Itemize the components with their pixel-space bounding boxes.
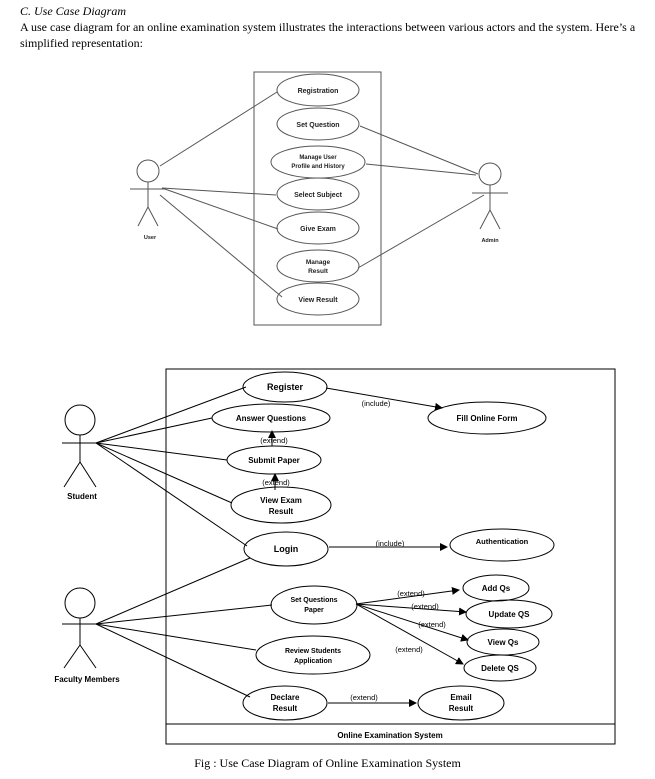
label-declare-result-line2: Result bbox=[273, 704, 298, 713]
assoc-student-submit bbox=[95, 442, 228, 461]
label-view-result: View Result bbox=[298, 297, 338, 304]
assoc-admin-set-question bbox=[359, 125, 479, 175]
label-review-students-line1: Review Students bbox=[285, 648, 341, 655]
label-submit-paper: Submit Paper bbox=[248, 456, 300, 465]
assoc-admin-manage-result bbox=[357, 194, 485, 269]
label-review-students-line2: Application bbox=[294, 658, 332, 665]
label-extend-update: (extend) bbox=[411, 602, 439, 611]
actor-label-faculty: Faculty Members bbox=[54, 675, 120, 684]
actor-label-student: Student bbox=[67, 492, 97, 501]
assoc-faculty-review bbox=[95, 623, 257, 651]
label-email-result-line2: Result bbox=[449, 704, 474, 713]
label-include-register: (include) bbox=[362, 399, 391, 408]
extend-add-qs bbox=[355, 586, 460, 605]
user-actor-figure bbox=[130, 159, 166, 227]
section-heading: C. Use Case Diagram bbox=[20, 4, 127, 18]
assoc-user-give-exam bbox=[161, 187, 279, 230]
usecase-manage-result bbox=[276, 249, 360, 283]
usecase-set-questions-paper bbox=[270, 585, 358, 625]
label-manage-result-line2: Result bbox=[308, 268, 329, 275]
system-label-online-exam: Online Examination System bbox=[337, 731, 442, 740]
assoc-user-select-subject bbox=[161, 187, 277, 196]
label-extend-delete: (extend) bbox=[395, 645, 423, 654]
student-actor-figure bbox=[62, 404, 98, 488]
label-declare-result-line1: Declare bbox=[271, 693, 300, 702]
assoc-student-register bbox=[95, 386, 247, 444]
label-extend-answer: (extend) bbox=[260, 436, 288, 445]
faculty-actor-figure bbox=[62, 587, 98, 669]
label-authentication: Authentication bbox=[476, 537, 529, 546]
include-register-fill-form bbox=[325, 387, 443, 411]
diagram-1 bbox=[130, 71, 508, 326]
assoc-faculty-set-paper bbox=[95, 604, 273, 625]
label-add-qs: Add Qs bbox=[482, 584, 511, 593]
intro-paragraph: A use case diagram for an online examina… bbox=[20, 20, 636, 50]
actor-label-admin: Admin bbox=[481, 238, 499, 244]
usecase-update-qs bbox=[465, 599, 553, 629]
usecase-select-subject bbox=[276, 177, 360, 211]
usecase-review-students bbox=[255, 635, 371, 675]
usecase-set-question bbox=[276, 107, 360, 141]
label-email-result-line1: Email bbox=[450, 693, 471, 702]
usecase-delete-qs bbox=[463, 654, 537, 682]
assoc-user-registration bbox=[159, 91, 278, 167]
label-extend-submit: (extend) bbox=[262, 478, 290, 487]
assoc-student-view-result bbox=[95, 442, 233, 504]
system-boundary-2 bbox=[165, 368, 616, 745]
usecase-view-exam-result bbox=[230, 486, 332, 524]
usecase-answer-questions bbox=[211, 403, 331, 433]
label-view-qs: View Qs bbox=[488, 638, 520, 647]
usecase-registration bbox=[276, 73, 360, 107]
label-extend-email: (extend) bbox=[350, 693, 378, 702]
figure-caption: Fig : Use Case Diagram of Online Examina… bbox=[194, 756, 461, 770]
label-give-exam: Give Exam bbox=[300, 226, 336, 233]
label-fill-online-form: Fill Online Form bbox=[457, 414, 518, 423]
label-view-exam-result-line1: View Exam bbox=[260, 496, 302, 505]
usecase-declare-result bbox=[242, 685, 328, 721]
usecase-authentication bbox=[449, 528, 555, 562]
label-registration: Registration bbox=[298, 88, 339, 95]
label-extend-add: (extend) bbox=[397, 589, 425, 598]
label-delete-qs: Delete QS bbox=[481, 664, 519, 673]
label-answer-questions: Answer Questions bbox=[236, 414, 307, 423]
extend-delete-qs bbox=[355, 603, 464, 665]
label-update-qs: Update QS bbox=[489, 610, 531, 619]
usecase-login bbox=[243, 531, 329, 567]
usecase-fill-online-form bbox=[427, 401, 547, 435]
assoc-admin-manage-profile bbox=[365, 163, 477, 176]
label-manage-profile-line1: Manage User bbox=[299, 155, 337, 161]
label-register: Register bbox=[267, 382, 304, 392]
assoc-student-login bbox=[95, 442, 248, 547]
assoc-student-answer bbox=[95, 417, 213, 444]
usecase-register bbox=[242, 371, 328, 403]
usecase-email-result bbox=[417, 685, 505, 721]
assoc-faculty-declare bbox=[95, 623, 251, 698]
assoc-faculty-login bbox=[95, 557, 251, 625]
label-manage-profile-line2: Profile and History bbox=[291, 164, 345, 170]
label-set-questions-paper-line1: Set Questions bbox=[290, 597, 337, 604]
usecase-manage-profile bbox=[270, 145, 366, 179]
system-boundary-1 bbox=[253, 71, 382, 326]
extend-update-qs bbox=[355, 603, 467, 616]
admin-actor-figure bbox=[472, 162, 508, 230]
usecase-submit-paper bbox=[226, 445, 322, 475]
diagram-2 bbox=[62, 368, 616, 745]
actor-label-user: User bbox=[144, 235, 157, 241]
assoc-user-view-result bbox=[159, 194, 283, 298]
label-login: Login bbox=[274, 544, 299, 554]
label-select-subject: Select Subject bbox=[294, 192, 343, 199]
label-set-questions-paper-line2: Paper bbox=[304, 607, 324, 614]
extend-view-qs bbox=[355, 603, 469, 642]
usecase-give-exam bbox=[276, 211, 360, 245]
label-include-login: (include) bbox=[376, 539, 405, 548]
label-set-question: Set Question bbox=[296, 122, 339, 129]
usecase-view-result bbox=[276, 282, 360, 316]
label-view-exam-result-line2: Result bbox=[269, 507, 294, 516]
label-manage-result-line1: Manage bbox=[306, 259, 331, 266]
label-extend-view: (extend) bbox=[418, 620, 446, 629]
